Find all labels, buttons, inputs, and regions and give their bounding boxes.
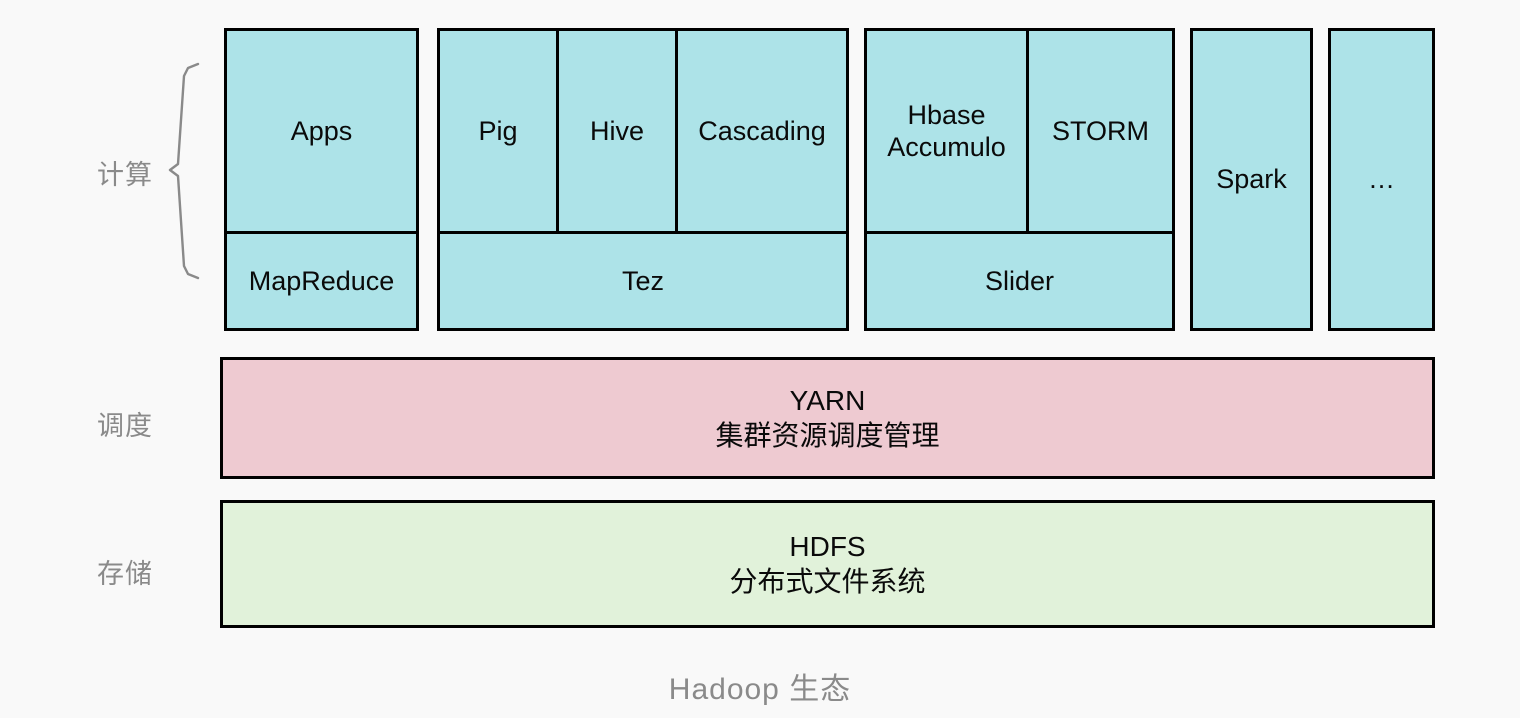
box-pig[interactable]: Pig <box>437 28 559 234</box>
box-tez[interactable]: Tez <box>437 231 849 331</box>
band-yarn-subtitle: 集群资源调度管理 <box>715 420 940 451</box>
layer-label-compute: 计算 <box>97 160 153 190</box>
diagram-caption: Hadoop 生态 <box>668 673 852 706</box>
compute-brace-icon <box>168 62 200 280</box>
band-hdfs-title: HDFS <box>789 530 866 562</box>
box-mapreduce[interactable]: MapReduce <box>224 231 419 331</box>
layer-label-storage: 存储 <box>97 559 153 589</box>
box-slider[interactable]: Slider <box>864 231 1175 331</box>
box-hive[interactable]: Hive <box>556 28 678 234</box>
box-apps[interactable]: Apps <box>224 28 419 234</box>
band-hdfs-subtitle: 分布式文件系统 <box>729 566 926 597</box>
band-yarn-title: YARN <box>789 384 866 416</box>
box-hbase-accumulo[interactable]: Hbase Accumulo <box>864 28 1029 234</box>
box-spark[interactable]: Spark <box>1190 28 1313 331</box>
layer-label-schedule: 调度 <box>97 411 153 441</box>
box-cascading[interactable]: Cascading <box>675 28 849 234</box>
box-storm[interactable]: STORM <box>1026 28 1175 234</box>
band-hdfs[interactable]: HDFS 分布式文件系统 <box>220 500 1435 628</box>
band-yarn[interactable]: YARN 集群资源调度管理 <box>220 357 1435 479</box>
box-more[interactable]: … <box>1328 28 1435 331</box>
